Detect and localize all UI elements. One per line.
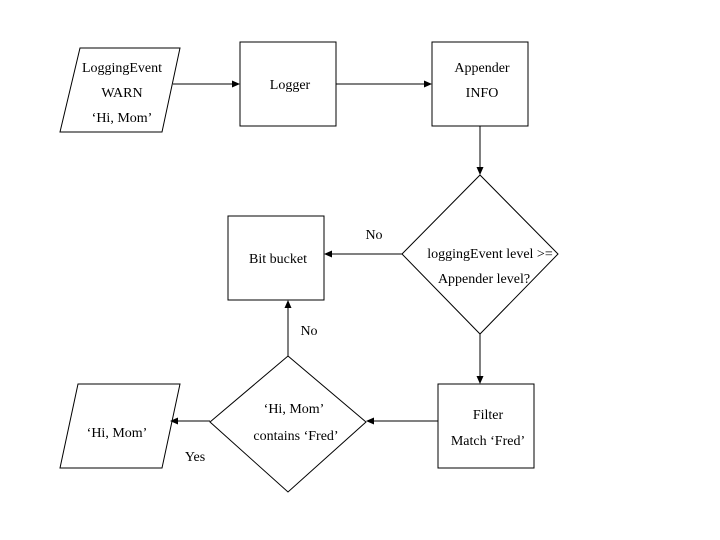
level-check-label-line2: Appender level? [438, 272, 530, 287]
contains-check-label-line1: ‘Hi, Mom’ [264, 402, 325, 417]
contains-check-no-label: No [300, 324, 317, 339]
arrowhead [366, 417, 374, 425]
contains-check-shape [209, 355, 367, 493]
logger-node: Logger [239, 41, 337, 127]
logging-event-node: LoggingEvent WARN ‘Hi, Mom’ [59, 47, 181, 133]
arrowhead [232, 80, 240, 88]
logging-event-shape [59, 47, 181, 133]
contains-check-yes-label: Yes [185, 450, 205, 465]
appender-node: Appender INFO [431, 41, 529, 127]
edge-contains-check-to-output [170, 417, 210, 425]
logging-event-label-line1: LoggingEvent [82, 61, 162, 76]
output-shape [59, 383, 181, 469]
arrowhead [324, 250, 332, 258]
arrowhead [284, 300, 292, 308]
logging-event-label-line3: ‘Hi, Mom’ [92, 111, 153, 126]
edge-contains-check-to-bit-bucket [284, 300, 292, 356]
bit-bucket-shape [227, 215, 325, 301]
edge-event-to-logger [173, 80, 240, 88]
level-check-no-label: No [365, 228, 382, 243]
bit-bucket-label: Bit bucket [249, 252, 307, 267]
appender-label-line1: Appender [454, 61, 510, 76]
filter-label-line2: Match ‘Fred’ [451, 434, 525, 449]
filter-label-line1: Filter [473, 408, 504, 423]
filter-node: Filter Match ‘Fred’ [437, 383, 535, 469]
appender-label-line2: INFO [466, 86, 499, 101]
arrowhead [424, 80, 432, 88]
bit-bucket-node: Bit bucket [227, 215, 325, 301]
arrowhead [476, 376, 484, 384]
edge-filter-to-contains-check [366, 417, 438, 425]
output-label: ‘Hi, Mom’ [87, 426, 148, 441]
output-node: ‘Hi, Mom’ [59, 383, 181, 469]
edge-logger-to-appender [336, 80, 432, 88]
logging-event-label-line2: WARN [101, 86, 142, 101]
level-check-node: loggingEvent level >= Appender level? [401, 174, 559, 335]
contains-check-label-line2: contains ‘Fred’ [253, 429, 338, 444]
edge-level-check-to-bit-bucket [324, 250, 402, 258]
arrowhead [476, 167, 484, 175]
level-check-label-line1: loggingEvent level >= [427, 247, 553, 262]
logger-label: Logger [270, 78, 311, 93]
logger-shape [239, 41, 337, 127]
arrowhead [170, 417, 178, 425]
edge-appender-to-level-check [476, 126, 484, 175]
filter-shape [437, 383, 535, 469]
appender-shape [431, 41, 529, 127]
contains-check-node: ‘Hi, Mom’ contains ‘Fred’ [209, 355, 367, 493]
edge-level-check-to-filter [476, 334, 484, 384]
